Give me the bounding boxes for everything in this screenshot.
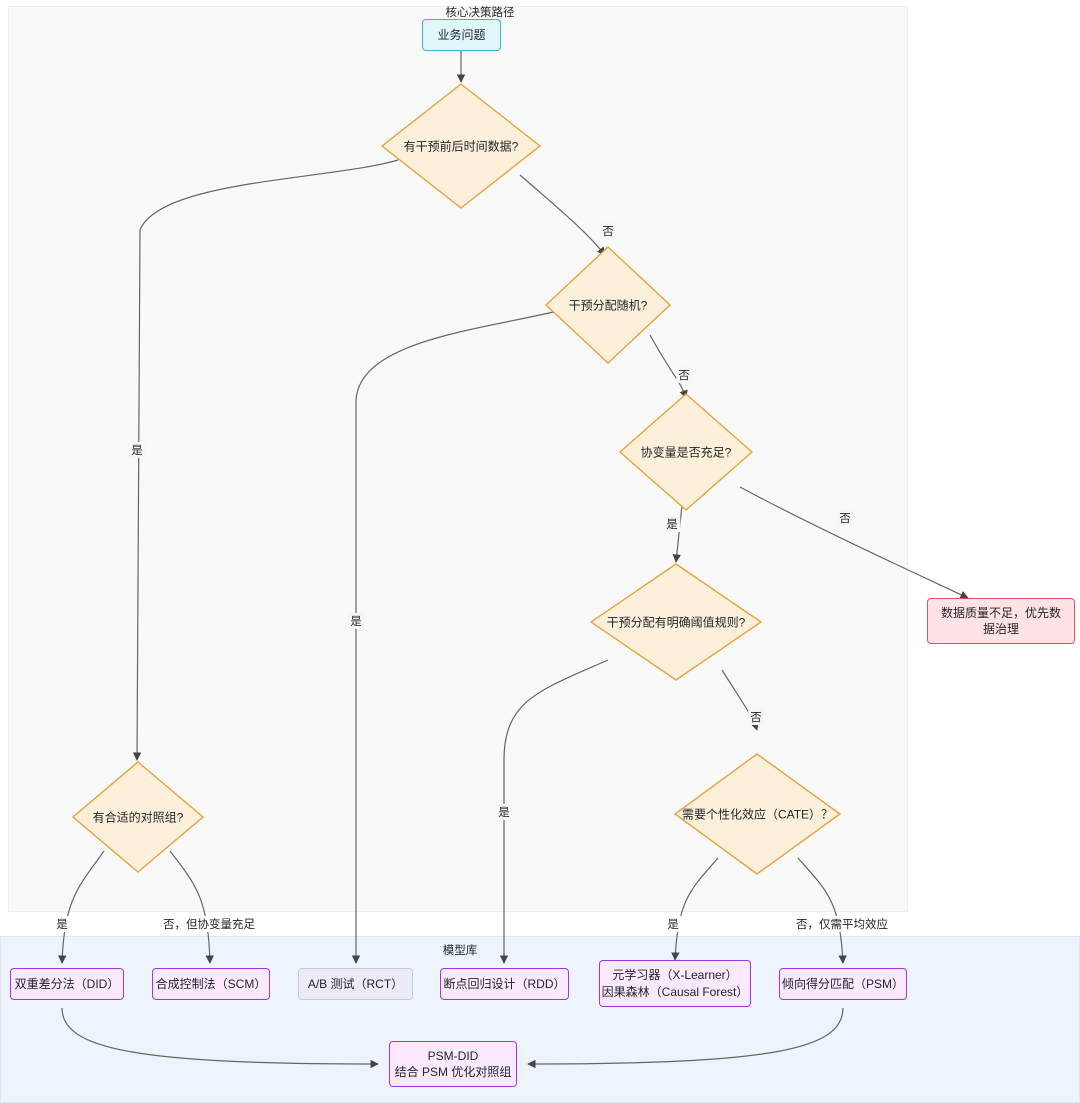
edge-d6-to-scm (169, 850, 214, 964)
diamond-shape-icon (590, 563, 762, 681)
node-decision-cate-needed[interactable]: 需要个性化效应（CATE）？ (674, 753, 841, 875)
node-model-psm-label: 倾向得分匹配（PSM） (782, 976, 905, 991)
node-model-meta-learner[interactable]: 元学习器（X-Learner） 因果森林（Causal Forest） (599, 960, 751, 1007)
node-model-rct[interactable]: A/B 测试（RCT） (298, 968, 413, 1000)
node-model-did-label: 双重差分法（DID） (14, 976, 120, 991)
node-start-business-problem[interactable]: 业务问题 (422, 19, 501, 51)
edge-did-to-psmdid (61, 1007, 379, 1069)
edge-d4-to-rdd (499, 659, 609, 964)
node-model-did[interactable]: 双重差分法（DID） (10, 968, 124, 1000)
edge-d2-to-d3 (649, 334, 688, 399)
node-model-meta-learner-label-line2: 因果森林（Causal Forest） (601, 984, 749, 999)
node-model-psm-did[interactable]: PSM-DID 结合 PSM 优化对照组 (389, 1041, 517, 1087)
edge-label-d6-to-scm: 否，但协变量充足 (161, 916, 257, 932)
edge-label-d3-to-d4: 是 (664, 516, 680, 532)
subgraph-core-decision-path-title: 核心决策路径 (445, 7, 515, 19)
diamond-shape-icon (619, 393, 753, 511)
edge-d6-to-did (58, 850, 105, 964)
node-decision-time-data[interactable]: 有干预前后时间数据? (381, 83, 541, 209)
subgraph-model-library (0, 936, 1080, 1103)
diamond-shape-icon (545, 246, 671, 364)
node-decision-covariates-sufficient[interactable]: 协变量是否充足? (619, 393, 753, 511)
edge-d1-to-d2 (519, 174, 606, 256)
edge-label-d2-to-rct: 是 (348, 613, 364, 629)
edge-d4-to-d5 (721, 669, 759, 731)
node-decision-random-assignment[interactable]: 干预分配随机? (545, 246, 671, 364)
edge-label-d4-to-rdd: 是 (496, 804, 512, 820)
edge-label-d3-to-datafail: 否 (837, 510, 853, 526)
diamond-shape-icon (381, 83, 541, 209)
node-decision-threshold-rule[interactable]: 干预分配有明确阈值规则? (590, 563, 762, 681)
subgraph-model-library-title: 模型库 (442, 945, 478, 957)
node-model-rdd[interactable]: 断点回归设计（RDD） (440, 968, 569, 1000)
node-model-rdd-label: 断点回归设计（RDD） (443, 976, 566, 991)
node-model-psm-did-label-line1: PSM-DID (427, 1048, 479, 1063)
node-model-scm-label: 合成控制法（SCM） (155, 976, 267, 991)
edge-d3-to-d4 (672, 504, 683, 563)
diamond-shape-icon (674, 753, 841, 875)
node-data-quality-insufficient-label: 数据质量不足，优先数据治理 (940, 605, 1061, 636)
edge-psm-to-psmdid (527, 1007, 844, 1069)
node-model-meta-learner-label-line1: 元学习器（X-Learner） (612, 968, 738, 983)
edge-d3-to-datafail (739, 486, 969, 599)
edge-label-d2-to-d3: 否 (676, 367, 692, 383)
node-decision-control-group[interactable]: 有合适的对照组? (72, 761, 204, 873)
edge-d1-to-d6 (132, 159, 399, 761)
node-model-rct-label: A/B 测试（RCT） (307, 976, 404, 991)
edge-label-d5-to-meta: 是 (665, 916, 681, 932)
edge-d2-to-rct (351, 309, 563, 964)
edge-d5-to-psm (797, 857, 847, 964)
edge-label-d6-to-did: 是 (54, 916, 70, 932)
node-data-quality-insufficient[interactable]: 数据质量不足，优先数据治理 (927, 598, 1075, 644)
node-model-psm-did-label-line2: 结合 PSM 优化对照组 (394, 1065, 512, 1079)
edge-label-d4-to-d5: 否 (748, 709, 764, 725)
edge-label-d1-to-d2: 否 (600, 223, 616, 239)
node-model-psm[interactable]: 倾向得分匹配（PSM） (779, 968, 907, 1000)
edge-d5-to-meta (671, 857, 719, 961)
diamond-shape-icon (72, 761, 204, 873)
edge-label-d5-to-psm: 否，仅需平均效应 (794, 916, 890, 932)
node-start-label: 业务问题 (437, 27, 486, 42)
edge-label-d1-to-d6: 是 (129, 442, 145, 458)
node-model-scm[interactable]: 合成控制法（SCM） (152, 968, 270, 1000)
